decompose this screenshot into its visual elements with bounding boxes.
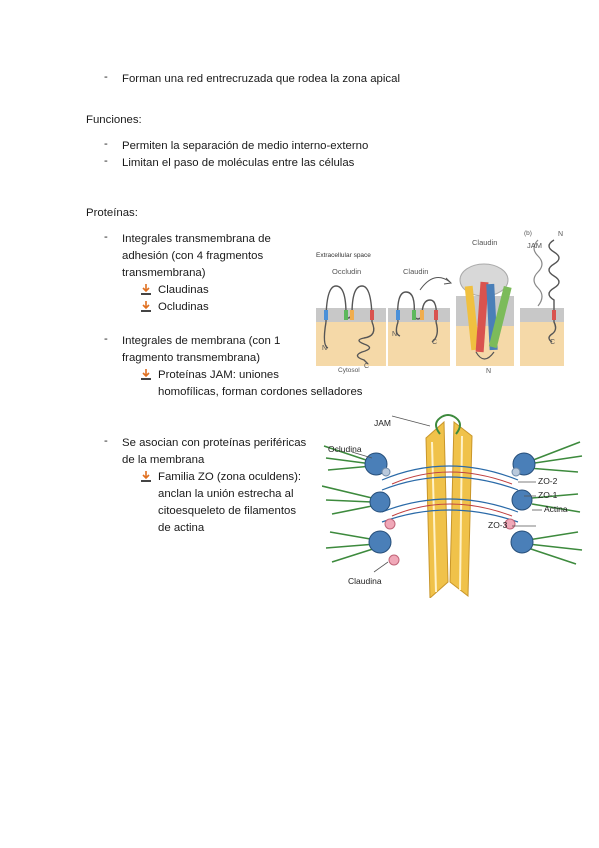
label-zo3: ZO-3 xyxy=(488,520,508,530)
sub-item-jam: Proteínas JAM: uniones xyxy=(158,369,279,381)
group1-line: Integrales transmembrana de xyxy=(122,233,271,245)
group3-line: de la membrana xyxy=(122,454,205,466)
group2-line: Integrales de membrana (con 1 xyxy=(122,335,281,347)
figure-membrane-proteins: Extracellular space Occludin Claudin Cla… xyxy=(316,230,564,375)
label-b: (b) xyxy=(524,230,532,237)
label-c: C xyxy=(364,363,369,370)
label-occludin: Occludin xyxy=(332,267,361,276)
label-c: C xyxy=(432,339,437,346)
sub-item-ocludinas: Ocludinas xyxy=(158,301,209,313)
label-extracellular: Extracellular space xyxy=(316,252,371,259)
sub-bullet-arrow-icon xyxy=(141,369,151,380)
sub-item-zo-cont: anclan la unión estrecha al xyxy=(158,488,294,500)
group3-line: Se asocian con proteínas periféricas xyxy=(122,437,307,449)
label-jam: JAM xyxy=(527,241,542,250)
figure-tight-junction: JAM Ocludina ZO-2 ZO-1 Actina ZO-3 Claud… xyxy=(322,414,583,598)
group1-line: adhesión (con 4 fragmentos xyxy=(122,250,264,262)
bullet-dash: - xyxy=(104,231,108,243)
heading-funciones: Funciones: xyxy=(86,114,142,126)
bullet-dash: - xyxy=(104,435,108,447)
label-claudin-3d: Claudin xyxy=(472,238,497,247)
sub-item-zo: Familia ZO (zona oculdens): xyxy=(158,471,302,483)
sub-bullet-arrow-icon xyxy=(141,471,151,482)
label-n: N xyxy=(558,231,563,238)
label-jam: JAM xyxy=(374,418,391,428)
bullet-dash: - xyxy=(104,138,108,150)
sub-item-zo-cont: de actina xyxy=(158,522,205,534)
label-zo2: ZO-2 xyxy=(538,476,558,486)
label-c: C xyxy=(550,339,555,346)
label-n: N xyxy=(322,345,327,352)
sub-bullet-arrow-icon xyxy=(141,301,151,312)
bullet-dash: - xyxy=(104,71,108,83)
label-actina: Actina xyxy=(544,504,568,514)
label-claudin: Claudin xyxy=(403,267,428,276)
label-cytosol: Cytosol xyxy=(338,367,360,374)
funcion-item: Limitan el paso de moléculas entre las c… xyxy=(122,157,355,169)
sub-item-jam-cont: homofílicas, forman cordones selladores xyxy=(158,386,363,398)
label-ocludina: Ocludina xyxy=(328,444,362,454)
label-zo1: ZO-1 xyxy=(538,490,558,500)
bullet-dash: - xyxy=(104,333,108,345)
group2-line: fragmento transmembrana) xyxy=(122,352,261,364)
sub-bullet-arrow-icon xyxy=(141,284,151,295)
label-n: N xyxy=(392,331,397,338)
sub-item-claudinas: Claudinas xyxy=(158,284,209,296)
text-red-entrecruzada: Forman una red entrecruzada que rodea la… xyxy=(122,73,400,85)
funcion-item: Permiten la separación de medio interno-… xyxy=(122,140,369,152)
label-claudina: Claudina xyxy=(348,576,382,586)
heading-proteinas: Proteínas: xyxy=(86,207,138,219)
bullet-dash: - xyxy=(104,155,108,167)
sub-item-zo-cont: citoesqueleto de filamentos xyxy=(158,505,297,517)
group1-line: transmembrana) xyxy=(122,267,206,279)
label-n: N xyxy=(486,368,491,375)
